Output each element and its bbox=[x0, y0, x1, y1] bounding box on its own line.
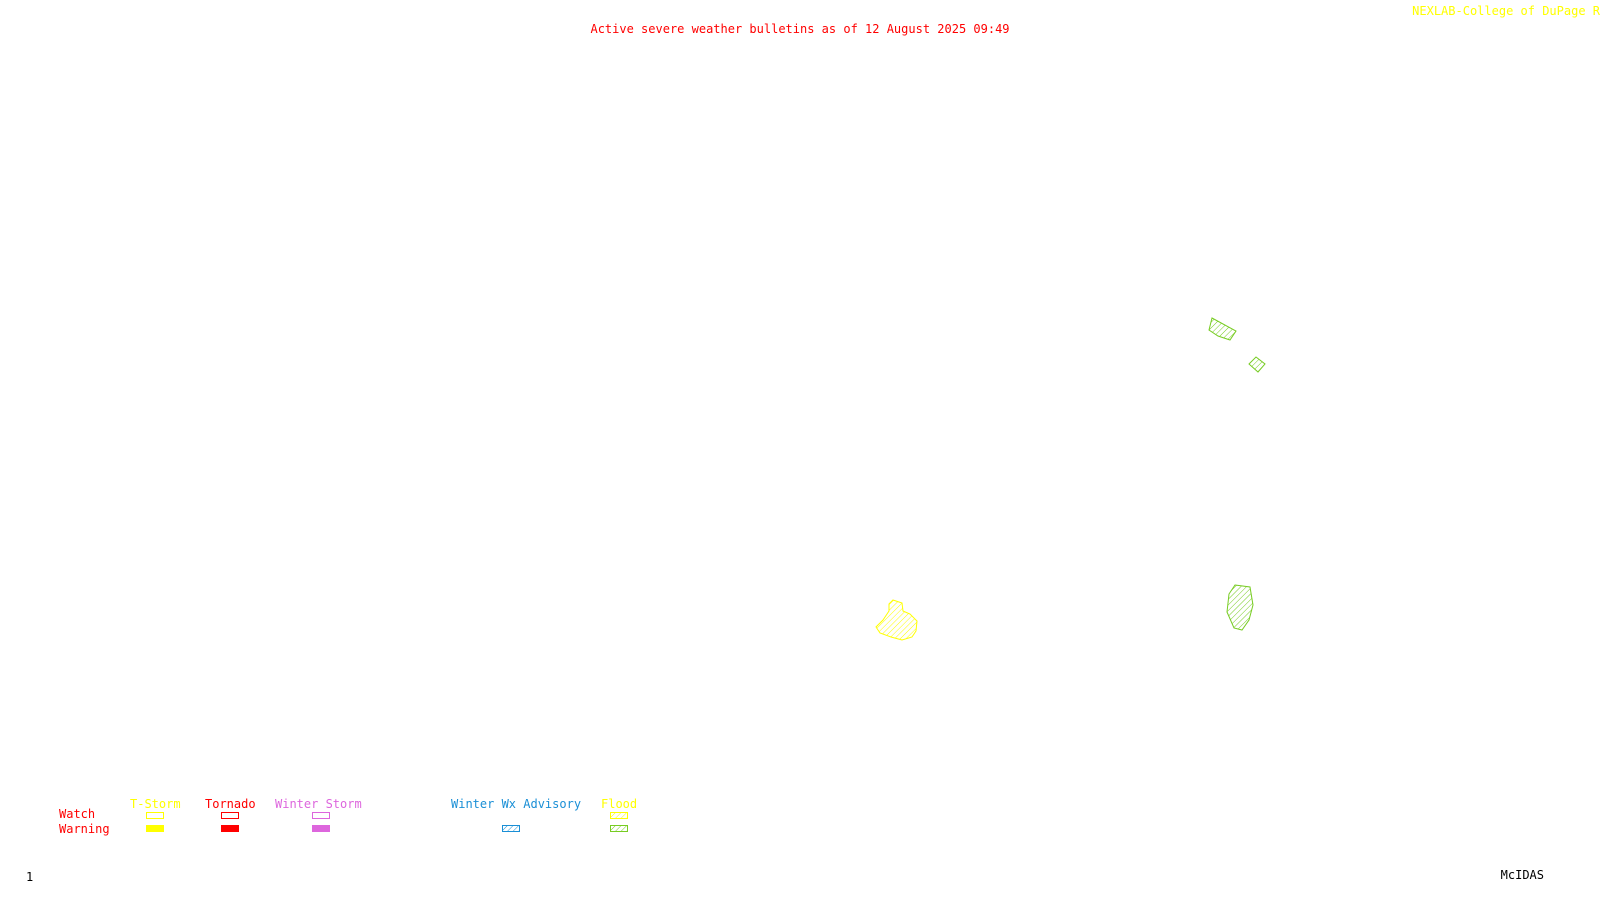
legend-category-tornado: Tornado bbox=[205, 797, 256, 811]
legend-category-tstorm: T-Storm bbox=[130, 797, 181, 811]
software-label: McIDAS bbox=[1500, 868, 1544, 882]
legend-category-winter-storm: Winter Storm bbox=[275, 797, 362, 811]
page-title: Active severe weather bulletins as of 12… bbox=[590, 22, 1010, 36]
legend-swatch-tstorm-warning bbox=[146, 825, 164, 832]
legend-swatch-winter-storm-watch bbox=[312, 812, 330, 819]
legend-row-warning-label: Warning bbox=[59, 822, 110, 836]
credit-label: NEXLAB-College of DuPage R bbox=[1412, 4, 1600, 18]
flood-warning-polygon[interactable] bbox=[1248, 356, 1266, 373]
legend-swatch-flood-warning bbox=[610, 825, 628, 832]
legend-swatch-tornado-watch bbox=[221, 812, 239, 819]
flood-warning-polygon[interactable] bbox=[1208, 317, 1237, 341]
legend-swatch-tornado-warning bbox=[221, 825, 239, 832]
legend-category-winter-wx-advisory: Winter Wx Advisory bbox=[451, 797, 582, 811]
legend-swatch-winter-storm-warning bbox=[312, 825, 330, 832]
legend-row-watch-label: Watch bbox=[59, 807, 96, 821]
tstorm-warning-polygon[interactable] bbox=[875, 599, 918, 641]
legend-swatch-winter-wx-advisory bbox=[502, 825, 520, 832]
legend-swatch-flood-watch bbox=[610, 812, 628, 819]
frame-number: 1 bbox=[26, 870, 34, 884]
legend-category-flood: Flood bbox=[601, 797, 638, 811]
flood-warning-polygon[interactable] bbox=[1226, 584, 1254, 631]
legend-swatch-tstorm-watch bbox=[146, 812, 164, 819]
